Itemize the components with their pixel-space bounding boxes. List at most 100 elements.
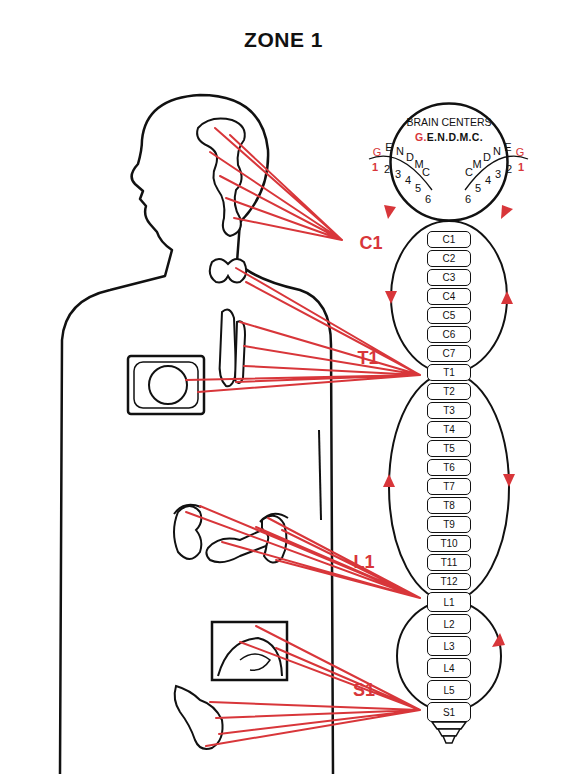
heart-frame (134, 362, 198, 408)
vertebra-label: C5 (443, 308, 456, 323)
diagram-title: ZONE 1 (0, 28, 567, 52)
vertebra-label: T1 (443, 365, 455, 380)
region-label: C1 (359, 234, 382, 252)
vertebra-label: L4 (443, 661, 454, 676)
vertebra-box: C5 (427, 307, 471, 324)
vertebra-label: S1 (443, 705, 455, 720)
center-letter: G (516, 147, 525, 158)
center-arc (369, 156, 432, 190)
vertebra-box: T4 (427, 421, 471, 438)
center-letter: C (422, 167, 430, 178)
coccyx-segment (438, 729, 460, 736)
vertebra-label: T3 (443, 403, 455, 418)
vertebra-box: T10 (427, 535, 471, 552)
vertebra-box: C6 (427, 326, 471, 343)
loop (397, 601, 501, 711)
nerve-line (206, 626, 420, 746)
center-number: 1 (372, 162, 378, 173)
pelvic-organ (240, 654, 270, 670)
vertebra-label: L1 (443, 595, 454, 610)
center-number: 2 (506, 164, 512, 175)
coccyx (432, 722, 466, 743)
heart (149, 366, 187, 404)
circle-outline (391, 104, 508, 221)
center-number: 2 (384, 164, 390, 175)
vertebra-label: C6 (443, 327, 456, 342)
vertebra-box: L5 (427, 680, 471, 700)
vertebra-box: L1 (427, 592, 471, 612)
center-arc (465, 156, 528, 190)
vertebra-label: T10 (440, 536, 457, 551)
center-number: 4 (405, 175, 411, 186)
vertebra-box: T6 (427, 459, 471, 476)
vertebra-box: T5 (427, 440, 471, 457)
vertebra-label: T8 (443, 498, 455, 513)
center-code: G.E.N.D.M.C. (415, 130, 483, 145)
coccyx-segment (443, 736, 455, 743)
center-number: 5 (415, 183, 421, 194)
vertebra-label: T11 (441, 555, 458, 570)
vertebra-label: C2 (443, 251, 456, 266)
vertebra-label: L5 (443, 683, 454, 698)
vertebra-box: C2 (427, 250, 471, 267)
thymus (235, 321, 245, 383)
center-letter: N (493, 146, 501, 157)
arrowhead (383, 474, 395, 487)
kidney (174, 506, 201, 559)
arrowhead (503, 474, 515, 487)
center-letter: N (396, 146, 404, 157)
pelvis-frame (212, 622, 287, 680)
center-number: 6 (465, 194, 471, 205)
vertebra-label: T12 (440, 574, 457, 589)
vertebra-label: C1 (443, 232, 456, 247)
vertebra-label: T2 (443, 384, 455, 399)
circle-heading: BRAIN CENTERS (406, 115, 491, 130)
vertebra-box: S1 (427, 702, 471, 722)
vertebra-label: T7 (443, 479, 455, 494)
center-number: 3 (495, 169, 501, 180)
vertebra-box: C1 (427, 231, 471, 248)
vertebra-box: T3 (427, 402, 471, 419)
nerve-line (210, 128, 342, 240)
center-number: 3 (395, 169, 401, 180)
arrowhead (492, 633, 505, 647)
vertebra-label: L2 (443, 617, 454, 632)
vertebra-label: T4 (443, 422, 455, 437)
vertebra-label: T6 (443, 460, 455, 475)
vertebra-label: C7 (443, 346, 456, 361)
vertebra-box: T12 (427, 573, 471, 590)
circulation-loops (389, 221, 509, 711)
vertebra-label: T5 (443, 441, 455, 456)
vertebra-box: T7 (427, 478, 471, 495)
vertebra-label: C3 (443, 270, 456, 285)
heart-frame (128, 356, 204, 414)
region-label: T1 (357, 349, 378, 367)
center-letter: D (483, 152, 491, 163)
loop (391, 221, 507, 373)
pelvic-organ (218, 638, 282, 676)
vertebra-box: C3 (427, 269, 471, 286)
arrowhead (384, 205, 396, 219)
center-number: 6 (425, 194, 431, 205)
region-label: L1 (353, 553, 374, 571)
loop (389, 373, 509, 601)
nerve-line (186, 506, 420, 598)
center-letter: E (385, 142, 392, 153)
vertebra-box: C7 (427, 345, 471, 362)
center-number: 1 (518, 162, 524, 173)
vertebra-box: C4 (427, 288, 471, 305)
nerve-line (186, 268, 420, 392)
center-letter: M (472, 159, 481, 170)
center-letter: E (504, 142, 511, 153)
center-letter: D (406, 152, 414, 163)
loop-arrows (383, 291, 515, 647)
center-number: 5 (475, 183, 481, 194)
vertebra-label: C4 (443, 289, 456, 304)
vertebra-box: T9 (427, 516, 471, 533)
vertebra-box: T8 (427, 497, 471, 514)
vertebra-label: L3 (443, 639, 454, 654)
vertebra-box: L4 (427, 658, 471, 678)
vertebra-box: T11 (427, 554, 471, 571)
thymus (220, 310, 236, 387)
